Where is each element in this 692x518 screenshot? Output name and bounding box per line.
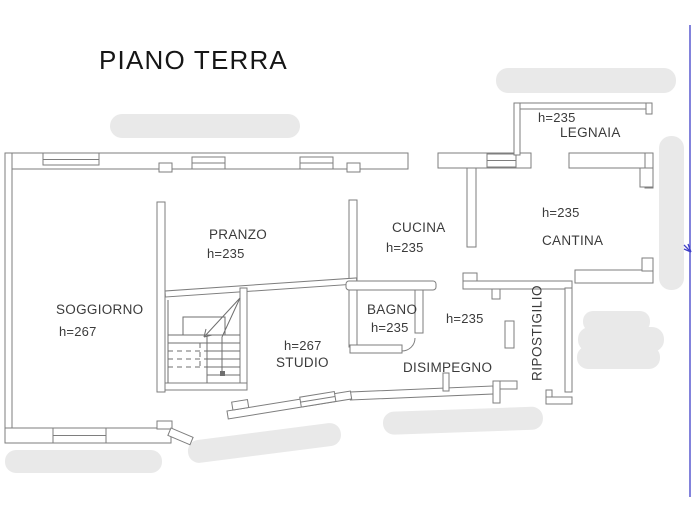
wall-stub <box>167 427 194 446</box>
label-pranzo: PRANZO <box>209 227 268 242</box>
stair-direction-dot <box>220 371 225 376</box>
redaction-blob <box>110 114 300 138</box>
label-pranzo-h: h=235 <box>207 246 245 261</box>
wall-bagno-right <box>414 289 424 334</box>
label-soggiorno: SOGGIORNO <box>56 302 144 317</box>
wall-notch <box>492 380 501 404</box>
label-bagno-h: h=235 <box>371 320 409 335</box>
label-disimpegno: DISIMPEGNO <box>403 360 493 375</box>
label-studio: STUDIO <box>276 355 329 370</box>
redaction-blob <box>578 327 664 352</box>
wall-annex-top <box>568 152 654 169</box>
wall-bagno-top <box>345 280 437 291</box>
wall-divider-soggiorno-pranzo <box>156 201 166 393</box>
label-legnaia-h: h=235 <box>538 110 576 125</box>
wall-bagno-bottom <box>349 344 403 354</box>
redaction-blob <box>496 68 676 93</box>
stairs <box>167 297 241 383</box>
label-disimpegno-h: h=235 <box>446 311 484 326</box>
wall-corridor-notch <box>462 272 478 282</box>
redaction-blob <box>5 450 162 473</box>
wall-legnaia-stub <box>645 102 653 115</box>
label-cantina: CANTINA <box>542 233 604 248</box>
wall-divider-cucina-cantina <box>466 167 477 248</box>
redaction-blob <box>583 311 650 332</box>
label-cantina-h: h=235 <box>542 205 580 220</box>
annotation-line <box>683 25 692 497</box>
label-soggiorno-h: h=267 <box>59 324 97 339</box>
wall-slanted-pranzo <box>164 277 358 298</box>
wall-annex-step <box>639 167 654 188</box>
door-jamb <box>491 288 501 300</box>
door-leaf <box>504 320 515 349</box>
walls <box>4 102 654 446</box>
redaction-blob <box>382 406 543 435</box>
wall-step <box>156 420 173 430</box>
wall-corridor-right <box>564 287 573 393</box>
chimney-notch <box>231 399 250 411</box>
wall-notch <box>346 162 361 173</box>
label-cucina-h: h=235 <box>386 240 424 255</box>
door-arc-bagno <box>401 337 416 352</box>
wall-legnaia-top <box>515 102 653 110</box>
label-studio-h: h=267 <box>284 338 322 353</box>
redaction-blobs <box>5 68 684 473</box>
page-title: PIANO TERRA <box>99 45 288 75</box>
label-legnaia: LEGNAIA <box>560 125 621 140</box>
wall-stairs-right <box>239 287 248 384</box>
wall-divider-pranzo-cucina <box>348 199 358 348</box>
label-bagno: BAGNO <box>367 302 418 317</box>
wall-cantina-stub <box>641 257 654 272</box>
wall-left <box>4 152 13 444</box>
redaction-blob <box>577 346 660 369</box>
wall-corridor-bottom <box>545 396 573 405</box>
redaction-blob <box>659 136 684 290</box>
redaction-blob <box>187 423 341 463</box>
wall-cantina-bottom <box>574 269 654 284</box>
wall-disimpegno-bottom <box>349 385 494 401</box>
label-ripostiglio: RIPOSTIGILIO <box>529 284 545 382</box>
wall-notch <box>158 162 173 173</box>
wall-notch <box>499 380 518 390</box>
wall-stairs-bottom <box>164 382 248 391</box>
door-jamb <box>442 372 450 392</box>
annotation-arrow <box>683 243 692 253</box>
label-cucina: CUCINA <box>392 220 446 235</box>
wall-corridor-top <box>462 280 573 290</box>
wall-legnaia-left <box>513 102 521 156</box>
